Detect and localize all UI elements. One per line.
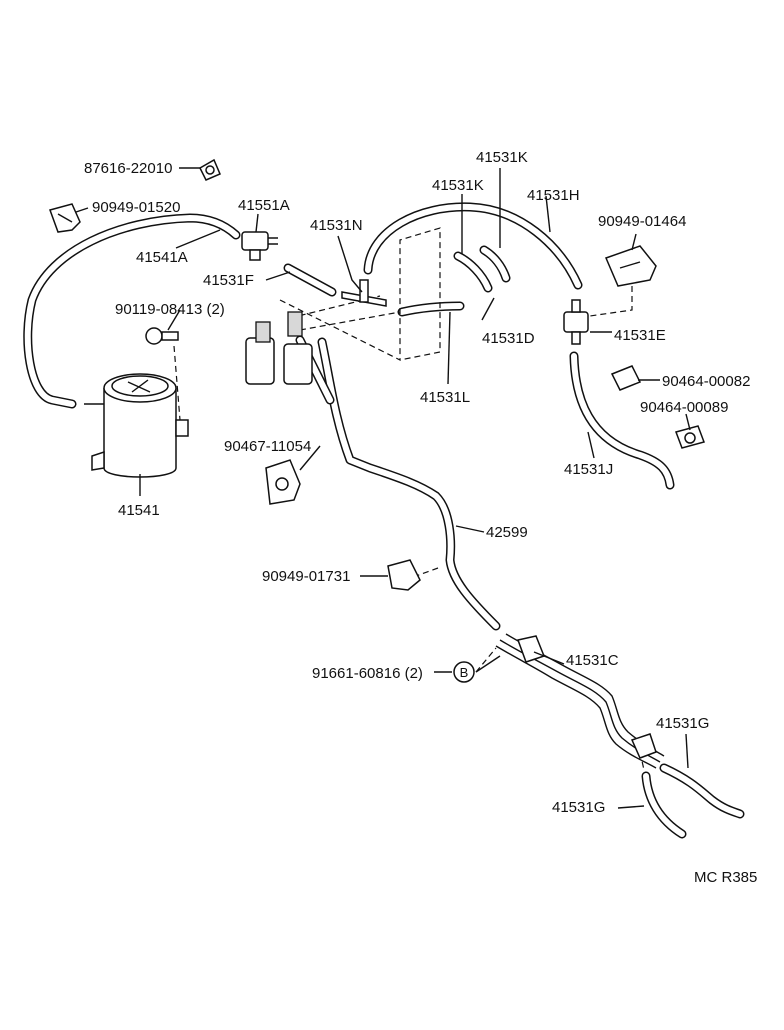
- label-41531K-b: 41531K: [432, 177, 484, 194]
- ref-mark-letter: B: [460, 665, 469, 680]
- label-41531K-a: 41531K: [476, 149, 528, 166]
- bracket-90949-01464: [604, 245, 657, 287]
- label-41531D: 41531D: [482, 330, 535, 347]
- assembly-dashes: [173, 227, 645, 771]
- label-41531L: 41531L: [420, 389, 470, 406]
- label-90464-00082: 90464-00082: [662, 373, 750, 390]
- clamp-90949-01731: [387, 559, 421, 591]
- clamp-87616-22010: [199, 158, 221, 181]
- hose-41531J: [569, 351, 675, 490]
- valve-41531E: [563, 299, 589, 345]
- pipe-bracket-lower: [630, 733, 657, 759]
- label-90119-08413: 90119-08413 (2): [115, 301, 225, 318]
- clip-90464-00082: [610, 365, 642, 391]
- label-41531F: 41531F: [203, 272, 254, 289]
- figure-code: MC R385: [694, 869, 757, 886]
- label-41531G-b: 41531G: [552, 799, 605, 816]
- hoses: [23, 202, 745, 839]
- label-41531J: 41531J: [564, 461, 613, 478]
- clamp-90467-11054: [265, 459, 301, 505]
- tee-joint-41531N: [341, 279, 387, 307]
- charcoal-canister-41541: [84, 373, 189, 478]
- hose-41531F: [283, 263, 337, 297]
- label-90949-01520: 90949-01520: [92, 199, 180, 216]
- pipe-bracket-upper: [517, 635, 545, 663]
- label-90464-00089: 90464-00089: [640, 399, 728, 416]
- label-87616-22010: 87616-22010: [84, 160, 172, 177]
- hose-41531G-b: [641, 771, 687, 839]
- label-42599: 42599: [486, 524, 528, 541]
- label-41541: 41541: [118, 502, 160, 519]
- bolt-90119-08413: [145, 327, 179, 345]
- label-41531H: 41531H: [527, 187, 580, 204]
- label-91661-60816: 91661-60816 (2): [312, 665, 423, 682]
- label-41541A: 41541A: [136, 249, 188, 266]
- clip-90464-00089: [675, 425, 705, 449]
- hose-41531L: [397, 301, 465, 317]
- label-90467-11054: 90467-11054: [224, 438, 311, 455]
- label-41531G-a: 41531G: [656, 715, 709, 732]
- label-90949-01731: 90949-01731: [262, 568, 350, 585]
- label-41531E: 41531E: [614, 327, 666, 344]
- hose-41531G-a: [659, 763, 745, 819]
- label-41531N: 41531N: [310, 217, 363, 234]
- leader-lines: [75, 167, 691, 809]
- label-41531C: 41531C: [566, 652, 619, 669]
- clamp-90949-01520: [49, 203, 81, 233]
- vacuum-valve-41551A: [241, 231, 278, 261]
- hose-41541A: [23, 213, 241, 409]
- label-41551A: 41551A: [238, 197, 290, 214]
- mount-bracket: [245, 311, 313, 385]
- hose-41531K-b: [479, 245, 511, 283]
- label-90949-01464: 90949-01464: [598, 213, 686, 230]
- hose-41531K-a: [453, 251, 493, 293]
- hose-41531H: [363, 202, 583, 290]
- ref-mark: B: [453, 661, 475, 683]
- part-labels: 87616-22010 90949-01520 41551A 41541A 41…: [84, 149, 757, 886]
